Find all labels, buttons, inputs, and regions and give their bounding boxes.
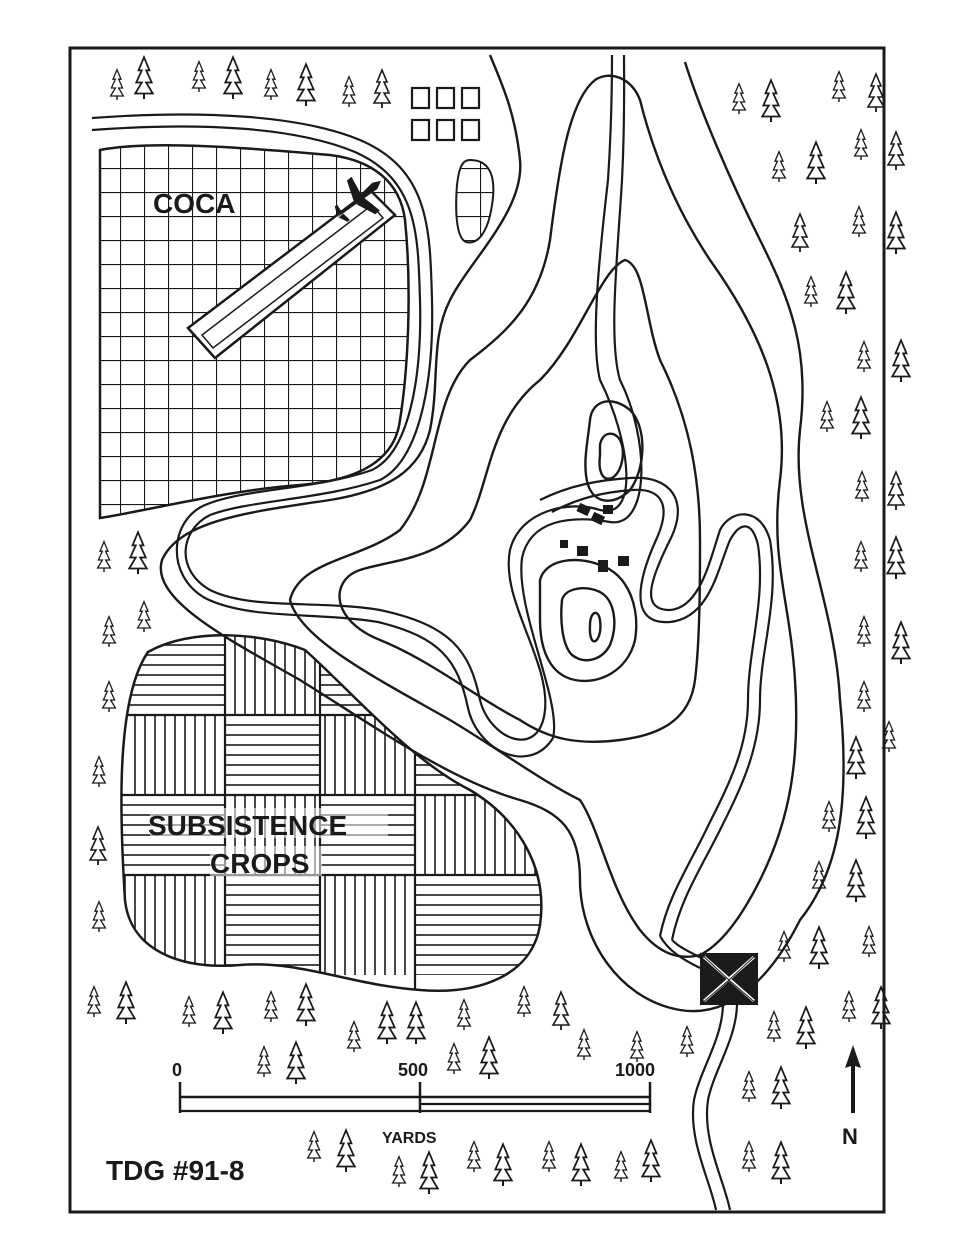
scale-unit-label: YARDS [382,1130,437,1147]
coca-label: COCA [153,188,235,219]
subsistence-crops-field: SUBSISTENCE CROPS [120,634,543,992]
compound-buildings [560,502,629,572]
aircraft-icon [334,176,381,222]
svg-text:SUBSISTENCE: SUBSISTENCE [148,810,347,841]
north-arrow-icon: N [842,1045,861,1149]
main-road [91,54,774,969]
coca-field: COCA [98,144,410,520]
south-track [691,1004,739,1211]
subsistence-crops-label: SUBSISTENCE CROPS [148,808,388,879]
scale-tick-1000: 1000 [615,1060,655,1080]
contour-lines [159,54,845,1013]
scale-bar: 0 500 1000 YARDS [172,1060,655,1147]
small-field [455,158,495,244]
scale-tick-500: 500 [398,1060,428,1080]
north-label: N [842,1124,858,1149]
bridge-objective-icon [699,952,759,1006]
map-frame [68,46,886,1214]
airstrip [186,188,397,360]
svg-text:CROPS: CROPS [210,848,310,879]
building-cluster [410,86,481,142]
scale-tick-0: 0 [172,1060,182,1080]
map-title: TDG #91-8 [106,1155,245,1186]
